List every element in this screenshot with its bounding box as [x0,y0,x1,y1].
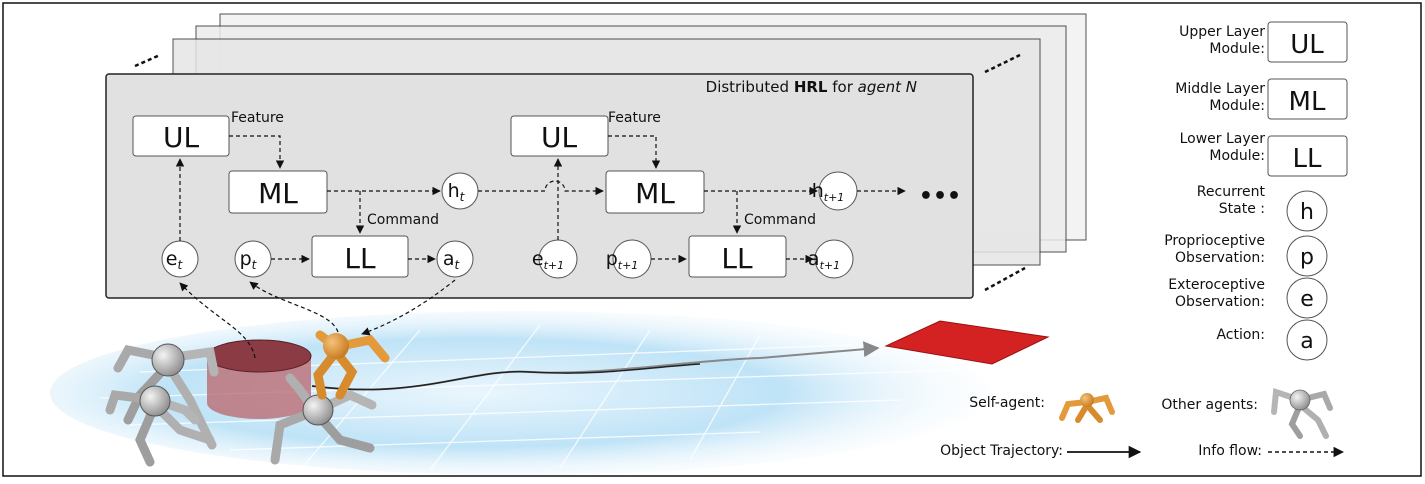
other-agents-label: Other agents: [1161,397,1258,413]
ll-label-t: LL [344,242,376,275]
legend-ul-box-label: UL [1290,30,1324,60]
ll-label-t1: LL [721,242,753,275]
action-state-t [436,240,474,278]
command-label-t: Command [367,212,439,228]
ml-module-t [228,170,328,214]
object-trajectory-dark [311,363,701,391]
legend-p-circle [1286,235,1328,277]
scene-info-flow [179,279,456,359]
info-flow-label: Info flow: [1198,443,1262,459]
action-state-t1 [814,239,854,279]
edges-t1 [553,135,906,264]
feature-label-t: Feature [231,110,284,126]
legend-ll-box-label: LL [1293,144,1322,174]
ll-module-t1 [688,235,787,278]
legend-h-circle [1286,190,1328,232]
legend-ml-box-label: ML [1289,87,1326,117]
legend-a-label: a [1300,329,1313,354]
legend-ml-box [1267,78,1348,120]
command-label-t1: Command [744,212,816,228]
ll-module-t [311,235,409,278]
other-agent-left [113,343,219,450]
object-trajectory-label: Object Trajectory: [940,443,1063,459]
self-agent-robot [313,330,390,400]
e-t1-label: et+1 [532,248,564,272]
target-area [884,320,1050,365]
edges-t [175,135,604,264]
ml-module-t1 [605,170,705,214]
self-agent-icon [1059,393,1115,423]
a-t-label: at [443,248,461,272]
self-agent-label: Self-agent: [969,395,1045,411]
legend-ll-box [1267,135,1348,177]
outer-border [2,2,1422,477]
stack-dash-left [134,53,161,68]
cylinder-top [206,339,312,373]
ul-label-t1: UL [541,121,577,154]
panel-title: Distributed HRL for agent N [706,78,917,96]
legend-h-label: h [1300,200,1314,225]
p-t-label: pt [240,248,258,272]
ml-label-t1: ML [635,177,675,210]
floor [50,311,990,475]
legend-ul-box [1267,21,1348,63]
other-agent-icon [1271,387,1333,439]
legend-a-circle [1286,319,1328,361]
ml-label-t: ML [258,177,298,210]
legend-e-circle [1286,277,1328,319]
e-t-label: et [166,248,184,272]
ul-label-t: UL [163,121,199,154]
other-agent-right [270,373,377,465]
cylinder-body [207,356,311,419]
scene [50,279,1050,475]
other-agent-middle [105,385,215,467]
legend-a-text: Action: [1216,327,1265,343]
continuation-ellipsis: ••• [919,184,961,209]
p-t1-label: pt+1 [606,248,639,272]
legend-e-label: e [1300,287,1314,312]
stack-dash-bottom-right [984,266,1026,292]
feature-label-t1: Feature [608,110,661,126]
legend-p-label: p [1300,245,1314,270]
h-t-label: ht [448,180,466,204]
